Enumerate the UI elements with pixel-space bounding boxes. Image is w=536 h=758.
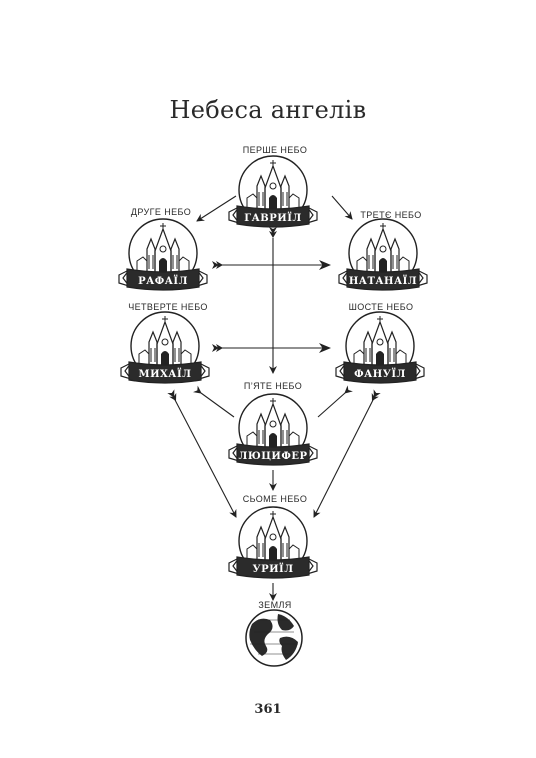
heaven-label-second: ДРУГЕ НЕБО bbox=[130, 207, 192, 217]
emblem-sixth: ФАНУЇЛ bbox=[335, 311, 425, 384]
angel-name-first: ГАВРИЇЛ bbox=[244, 211, 302, 224]
emblem-third: НАТАНАЇЛ bbox=[338, 218, 428, 291]
emblem-second: РАФАЇЛ bbox=[118, 218, 208, 291]
arrow-fourth-to-seventh bbox=[173, 397, 237, 518]
heaven-label-seventh: СЬОМЕ НЕБО bbox=[242, 494, 308, 504]
arrow-fifth-to-sixth bbox=[317, 385, 353, 418]
arrow-fifth-to-fourth bbox=[192, 385, 235, 418]
arrow-first-to-second bbox=[196, 195, 237, 222]
angel-name-third: НАТАНАЇЛ bbox=[349, 274, 417, 287]
angel-name-fourth: МИХАЇЛ bbox=[139, 367, 192, 380]
emblem-first: ГАВРИЇЛ bbox=[228, 155, 318, 228]
connectors bbox=[173, 195, 375, 601]
heaven-label-sixth: ШОСТЕ НЕБО bbox=[348, 302, 414, 312]
earth-globe-icon bbox=[245, 609, 303, 667]
angel-name-fifth: ЛЮЦИФЕР bbox=[239, 451, 308, 462]
emblem-fourth: МИХАЇЛ bbox=[120, 311, 210, 384]
heaven-label-fourth: ЧЕТВЕРТЕ НЕБО bbox=[128, 302, 208, 312]
angel-name-seventh: УРИЇЛ bbox=[252, 562, 293, 575]
heaven-label-fifth: П’ЯТЕ НЕБО bbox=[243, 381, 303, 391]
heaven-label-first: ПЕРШЕ НЕБО bbox=[242, 145, 308, 155]
page-title: Небеса ангелів bbox=[169, 96, 367, 124]
heaven-label-third: ТРЕТЄ НЕБО bbox=[360, 210, 422, 220]
arrow-first-to-third bbox=[331, 195, 353, 220]
angel-name-second: РАФАЇЛ bbox=[138, 274, 188, 287]
emblem-fifth: ЛЮЦИФЕР bbox=[228, 393, 318, 466]
angel-name-sixth: ФАНУЇЛ bbox=[354, 367, 406, 380]
page-number: 361 bbox=[254, 702, 282, 717]
earth-label: ЗЕМЛЯ bbox=[258, 600, 292, 610]
emblem-seventh: УРИЇЛ bbox=[228, 506, 318, 579]
arrow-sixth-to-seventh bbox=[313, 397, 375, 518]
